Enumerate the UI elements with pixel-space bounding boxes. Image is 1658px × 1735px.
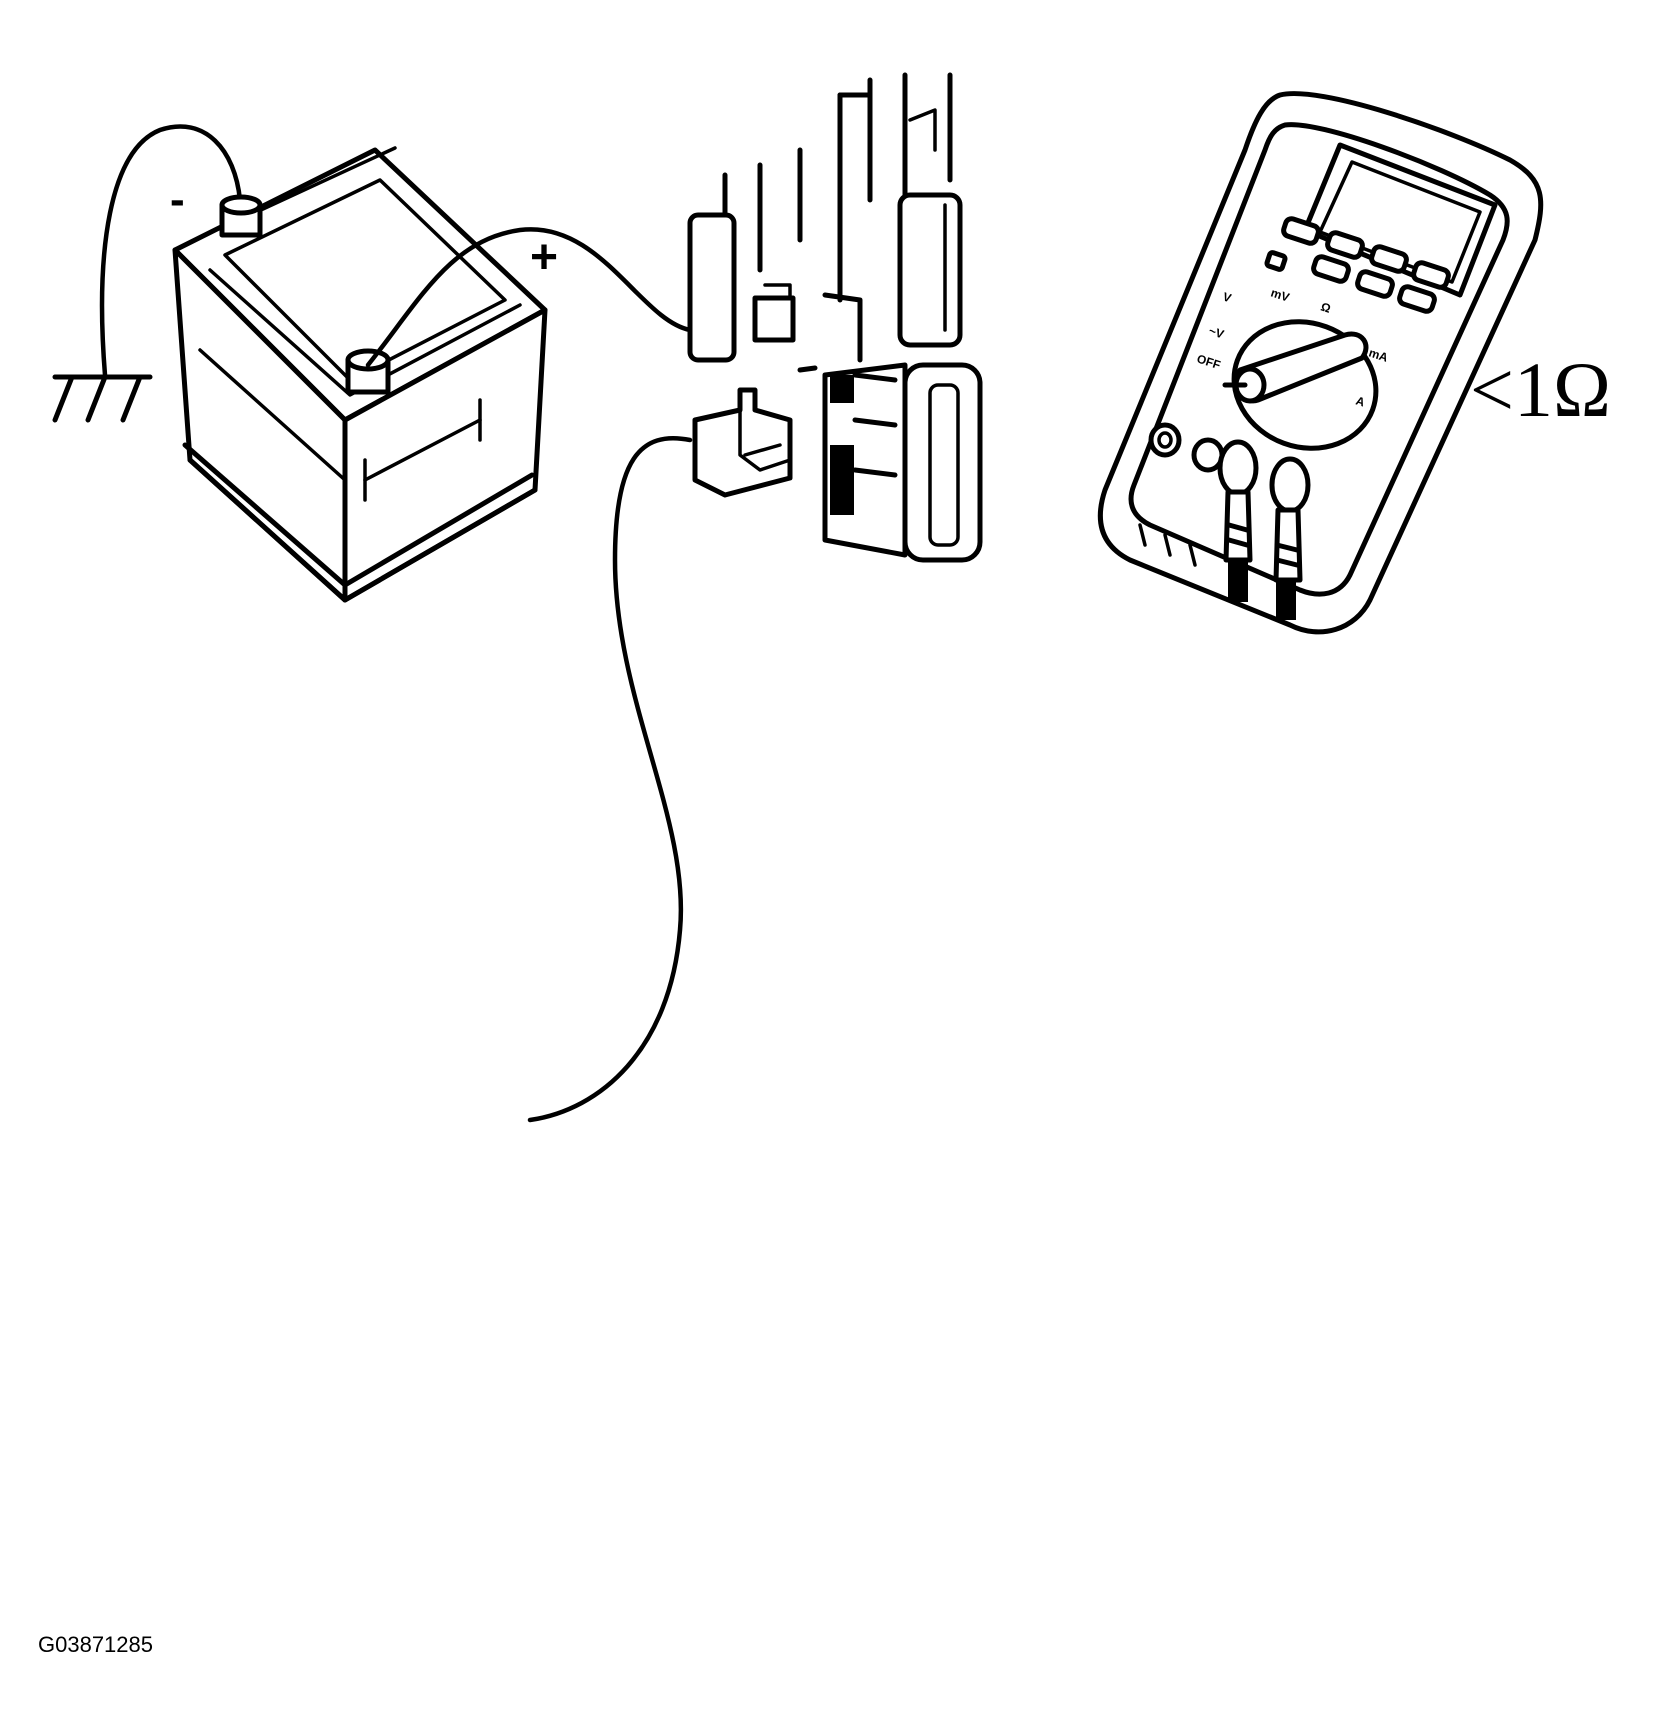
battery-positive-wire xyxy=(365,227,693,368)
fuse-to-switch-wire xyxy=(527,436,693,1123)
resistance-reading-label: <1Ω xyxy=(1470,346,1611,433)
rotary-dial xyxy=(1222,319,1379,451)
dial-label-volts-dc: V xyxy=(1221,290,1233,306)
fuse-socket xyxy=(692,387,793,498)
ground-symbol-battery xyxy=(52,124,243,423)
fuse xyxy=(822,362,983,563)
battery xyxy=(172,146,548,603)
battery-positive-label: + xyxy=(530,231,559,284)
multimeter-jacks xyxy=(1148,422,1311,514)
positive-terminal xyxy=(345,348,391,395)
figure-id-label: G03871285 xyxy=(38,1632,153,1657)
dial-label-millivolts: mV xyxy=(1269,286,1291,305)
battery-negative-label: - xyxy=(170,175,185,224)
dial-label-ohms: Ω xyxy=(1319,300,1333,316)
multimeter-display xyxy=(1302,142,1498,298)
multimeter: OFF ~V V mV Ω mA A xyxy=(1097,91,1544,635)
multimeter-buttons xyxy=(1264,216,1451,314)
dial-label-volts-ac: ~V xyxy=(1207,324,1226,342)
test-lead-plugs xyxy=(1223,489,1303,620)
fuse-box xyxy=(687,72,983,563)
dial-label-milliamps: mA xyxy=(1367,346,1390,365)
negative-terminal xyxy=(219,194,263,238)
